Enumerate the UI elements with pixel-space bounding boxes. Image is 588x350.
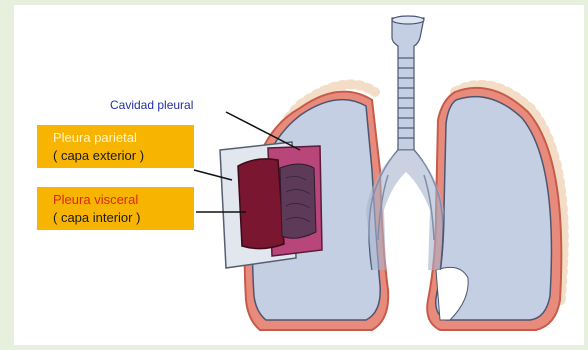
visceral-label-box: Pleura visceral ( capa interior ) bbox=[37, 187, 194, 230]
parietal-title: Pleura parietal bbox=[37, 129, 194, 147]
cavity-label: Cavidad pleural bbox=[110, 98, 193, 112]
visceral-title: Pleura visceral bbox=[37, 191, 194, 209]
parietal-label-box: Pleura parietal ( capa exterior ) bbox=[37, 125, 194, 168]
parietal-subtitle: ( capa exterior ) bbox=[37, 147, 194, 165]
visceral-subtitle: ( capa interior ) bbox=[37, 209, 194, 227]
trachea bbox=[392, 16, 424, 150]
lung-tissue-patch bbox=[280, 164, 316, 238]
visceral-pleura-layer bbox=[238, 159, 284, 249]
